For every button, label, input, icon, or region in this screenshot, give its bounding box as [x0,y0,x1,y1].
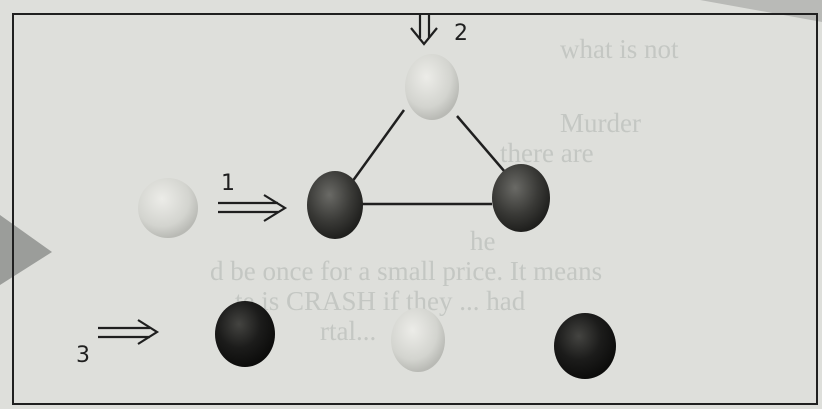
bg-text-line: d be once for a small price. It means [210,256,602,286]
label-3: 3 [76,343,90,368]
bg-text-line: Murder [560,108,641,138]
bg-text-line: he [470,226,496,256]
bg-text-line: te is CRASH if they ... had [235,286,526,316]
triangle-top-ball [405,54,459,120]
row3-right-ball [554,313,616,379]
row3-middle-ball [391,308,445,372]
bg-text-line: there are [500,138,594,168]
row1-light-ball [138,178,198,238]
bg-text-line: what is not [560,34,679,64]
triangle-right-ball [492,164,550,232]
bg-text-line: rtal... [320,316,376,346]
row3-left-ball [215,301,275,367]
label-1: 1 [221,171,235,196]
label-2: 2 [454,21,468,46]
triangle-left-ball [307,171,363,239]
